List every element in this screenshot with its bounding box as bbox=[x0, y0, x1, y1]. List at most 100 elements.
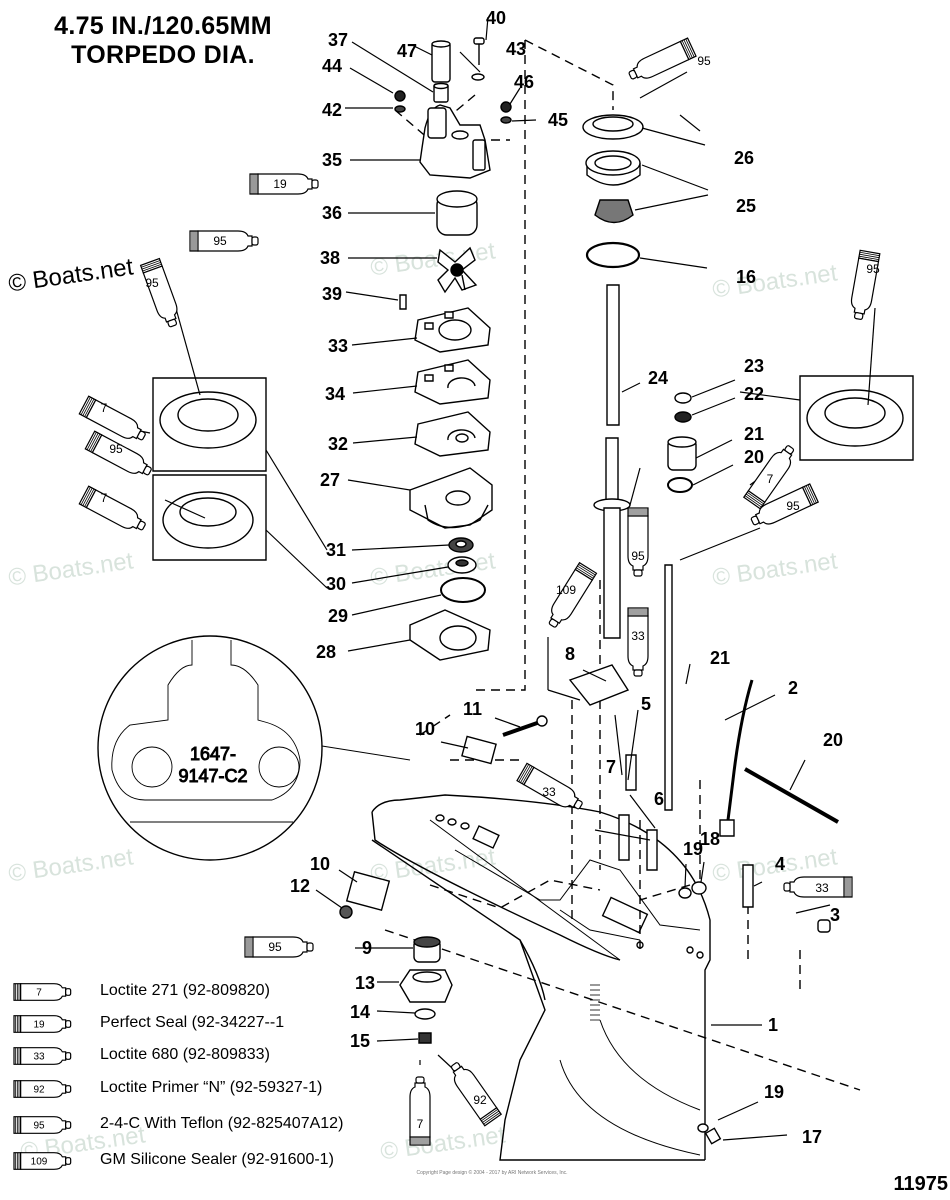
callout-17: 17 bbox=[802, 1127, 822, 1147]
legend-row: 33 Loctite 680 (92-809833) bbox=[8, 1044, 408, 1068]
sealant-tube: 95 bbox=[189, 230, 259, 252]
title-line-1: 4.75 IN./120.65MM bbox=[54, 12, 272, 40]
tube-icon: 33 bbox=[13, 1047, 72, 1065]
tube-icon: 109 bbox=[13, 1152, 72, 1170]
svg-text:109: 109 bbox=[31, 1156, 48, 1167]
callout-30: 28 bbox=[316, 642, 336, 662]
callout-8: 8 bbox=[565, 644, 575, 664]
callout-29: 27 bbox=[320, 470, 340, 490]
legend-row: 92 Loctite Primer “N” (92-59327-1) bbox=[8, 1077, 408, 1101]
callout-41: 39 bbox=[322, 284, 342, 304]
seal-detail-boxes bbox=[153, 376, 913, 560]
svg-text:33: 33 bbox=[33, 1051, 45, 1062]
legend-text: Loctite Primer “N” (92-59327-1) bbox=[100, 1079, 323, 1096]
callout-15: 15 bbox=[350, 1031, 370, 1051]
callout-1: 1 bbox=[768, 1015, 778, 1035]
diagram-title: 4.75 IN./120.65MM TORPEDO DIA. bbox=[28, 12, 298, 70]
legend-row: 109 GM Silicone Sealer (92-91600-1) bbox=[8, 1149, 408, 1173]
callout-22: 20 bbox=[744, 447, 764, 467]
legend-text: GM Silicone Sealer (92-91600-1) bbox=[100, 1151, 334, 1168]
callout-34: 32 bbox=[328, 434, 348, 454]
callout-2: 2 bbox=[788, 678, 798, 698]
tube-icon: 95 bbox=[13, 1116, 72, 1134]
legend-row: 7 Loctite 271 (92-809820) bbox=[8, 980, 408, 1004]
callout-28: 26 bbox=[734, 148, 754, 168]
callout-23: 21 bbox=[744, 424, 764, 444]
callout-21: 21 bbox=[710, 648, 730, 668]
sealant-tube bbox=[625, 37, 697, 86]
sealant-tube-label: 33 bbox=[542, 785, 556, 799]
sealant-tube-label: 95 bbox=[631, 549, 645, 563]
sealant-tube-label: 7 bbox=[767, 472, 774, 486]
callout-47: 47 bbox=[397, 41, 417, 61]
driveshaft-parts bbox=[340, 115, 838, 1144]
sealant-tube-label: 95 bbox=[109, 442, 123, 456]
callout-5: 5 bbox=[641, 694, 651, 714]
callout-4: 4 bbox=[775, 854, 785, 874]
sealant-tube bbox=[78, 395, 150, 447]
callout-10: 10 bbox=[310, 854, 330, 874]
water-pump-parts bbox=[395, 38, 511, 660]
svg-text:19: 19 bbox=[33, 1019, 45, 1030]
callout-20: 20 bbox=[823, 730, 843, 750]
figure-number: 11975 bbox=[893, 1173, 948, 1195]
callout-39: 37 bbox=[328, 30, 348, 50]
sealant-tube-label: 7 bbox=[417, 1117, 424, 1131]
detail-view-circle: 1647- 9147-C2 bbox=[98, 636, 410, 860]
callout-19: 19 bbox=[683, 839, 703, 859]
detail-part-number-1: 1647- bbox=[190, 744, 236, 764]
callout-numbers: 47 37 44 42 40 43 46 45 35 36 38 39 33 3… bbox=[290, 8, 843, 1147]
sealant-tube: 19 bbox=[249, 173, 319, 195]
callout-14: 14 bbox=[350, 1002, 370, 1022]
callout-10: 10 bbox=[415, 719, 435, 739]
sealant-tube-label: 33 bbox=[815, 881, 829, 895]
sealant-tube-label: 95 bbox=[786, 499, 800, 513]
callout-37: 35 bbox=[322, 150, 342, 170]
sealant-tube-label: 92 bbox=[473, 1093, 487, 1107]
tube-icon: 7 bbox=[13, 983, 72, 1001]
callout-33: 31 bbox=[326, 540, 346, 560]
callout-36: 34 bbox=[325, 384, 345, 404]
sealant-tube: 95 bbox=[244, 936, 314, 958]
legend-row: 19 Perfect Seal (92-34227--1 bbox=[8, 1012, 408, 1036]
copyright-notice: Copyright Page design © 2004 - 2017 by A… bbox=[416, 1170, 568, 1176]
sealant-tube-label: 109 bbox=[556, 583, 576, 597]
sealant-tube-label: 95 bbox=[145, 276, 159, 290]
assembly-dashed-lines bbox=[385, 40, 860, 1090]
callout-32: 30 bbox=[326, 574, 346, 594]
callout-43: 42 bbox=[322, 100, 342, 120]
callout-3: 3 bbox=[830, 905, 840, 925]
callout-44: 44 bbox=[322, 56, 342, 76]
callout-43: 43 bbox=[506, 39, 526, 59]
title-line-2: TORPEDO DIA. bbox=[71, 41, 255, 69]
svg-text:95: 95 bbox=[268, 940, 282, 954]
svg-text:95: 95 bbox=[213, 234, 227, 248]
sealant-tube-label: 7 bbox=[101, 401, 108, 415]
callout-45: 45 bbox=[548, 110, 568, 130]
callout-27: 25 bbox=[736, 196, 756, 216]
svg-text:7: 7 bbox=[36, 987, 42, 998]
callout-7: 7 bbox=[606, 757, 616, 777]
callout-11: 11 bbox=[463, 699, 482, 719]
legend-row: 95 2-4-C With Teflon (92-825407A12) bbox=[8, 1113, 408, 1137]
leader-lines bbox=[125, 17, 875, 1140]
callout-18: 18 bbox=[700, 829, 720, 849]
callout-31: 29 bbox=[328, 606, 348, 626]
callout-24: 22 bbox=[744, 384, 764, 404]
sealant-tube bbox=[409, 1076, 431, 1146]
sealant-tube-label: 7 bbox=[101, 491, 108, 505]
sealant-tube-label: 95 bbox=[866, 262, 880, 276]
legend-text: 2-4-C With Teflon (92-825407A12) bbox=[100, 1115, 344, 1132]
detail-part-number-2: 9147-C2 bbox=[178, 766, 247, 786]
sealant-tube-label: 33 bbox=[631, 629, 645, 643]
legend-text: Loctite 680 (92-809833) bbox=[100, 1046, 270, 1063]
callout-40: 38 bbox=[320, 248, 340, 268]
callout-6: 6 bbox=[654, 789, 664, 809]
callout-16: 16 bbox=[736, 267, 756, 287]
callout-12: 12 bbox=[290, 876, 310, 896]
sealant-tube-label: 95 bbox=[697, 54, 711, 68]
sealant-tube bbox=[627, 507, 649, 577]
tube-icon: 92 bbox=[13, 1080, 72, 1098]
callout-13: 13 bbox=[355, 973, 375, 993]
